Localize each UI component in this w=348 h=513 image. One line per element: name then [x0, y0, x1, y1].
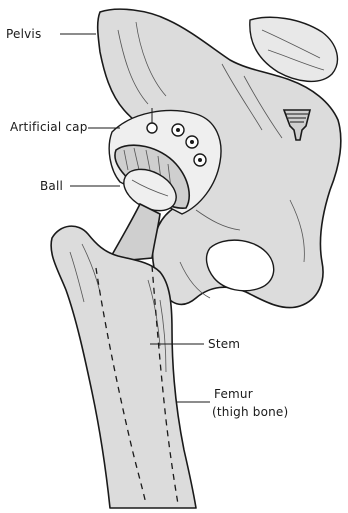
- pelvis-label: Pelvis: [6, 27, 41, 41]
- ball-label: Ball: [40, 179, 63, 193]
- prosthesis-neck: [108, 204, 160, 262]
- artificial-cap-label: Artificial cap: [10, 120, 88, 134]
- femur-label: Femur: [214, 387, 253, 401]
- femur-note-label: (thigh bone): [212, 405, 288, 419]
- stem-label: Stem: [208, 337, 240, 351]
